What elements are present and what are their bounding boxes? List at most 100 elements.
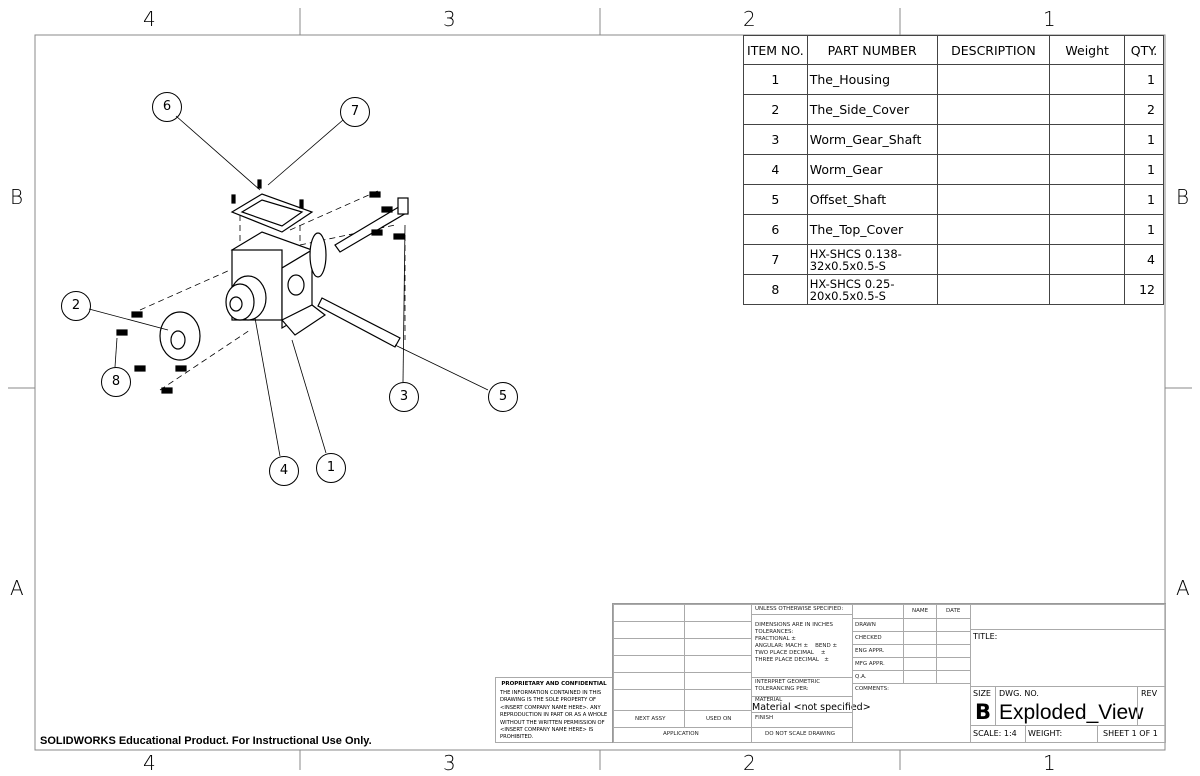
size-value: B	[975, 700, 992, 724]
educational-footer: SOLIDWORKS Educational Product. For Inst…	[40, 735, 372, 747]
material-value: Material <not specified>	[752, 702, 871, 713]
zone-col-3-bottom: 3	[443, 751, 456, 775]
bom-part-number: Offset_Shaft	[806, 184, 938, 215]
bom-item-no: 4	[743, 154, 808, 185]
fractional-label: FRACTIONAL ±	[755, 636, 796, 642]
bom-weight	[1049, 154, 1126, 185]
exploded-view-assembly	[116, 179, 409, 394]
bom-qty: 2	[1124, 94, 1164, 125]
balloon-5: 5	[488, 382, 518, 412]
three-place-label: THREE PLACE DECIMAL ±	[755, 657, 829, 663]
balloon-4: 4	[269, 456, 299, 486]
bom-description	[936, 124, 1051, 155]
bom-description	[936, 94, 1051, 125]
interpret-label: INTERPRET GEOMETRIC	[755, 679, 821, 685]
bom-weight	[1049, 274, 1126, 305]
bom-qty: 1	[1124, 124, 1164, 155]
drawn-label: DRAWN	[855, 622, 876, 628]
balloon-6: 6	[152, 92, 182, 122]
bom-item-no: 6	[743, 214, 808, 245]
bom-description	[936, 184, 1051, 215]
checked-label: CHECKED	[855, 635, 882, 641]
proprietary-notice: PROPRIETARY AND CONFIDENTIAL THE INFORMA…	[495, 677, 613, 743]
bom-weight	[1049, 214, 1126, 245]
tolerances-label: TOLERANCES:	[755, 629, 794, 635]
bom-description	[936, 244, 1051, 275]
balloon-1: 1	[316, 453, 346, 483]
do-not-scale-label: DO NOT SCALE DRAWING	[765, 731, 835, 737]
bom-qty: 1	[1124, 214, 1164, 245]
bom-qty: 1	[1124, 64, 1164, 95]
bom-part-number: Worm_Gear	[806, 154, 938, 185]
bom-part-number: HX-SHCS 0.138-32x0.5x0.5-S	[806, 244, 938, 275]
zone-row-b: B	[10, 185, 24, 209]
bom-item-no: 2	[743, 94, 808, 125]
bom-part-number: The_Side_Cover	[806, 94, 938, 125]
bom-weight	[1049, 184, 1126, 215]
zone-row-a: A	[10, 576, 24, 600]
header-qty: QTY.	[1124, 35, 1164, 65]
rev-label: REV	[1141, 689, 1158, 698]
eng-appr-label: ENG APPR.	[855, 648, 885, 654]
bom-qty: 1	[1124, 154, 1164, 185]
bom-description	[936, 64, 1051, 95]
qa-label: Q.A.	[855, 674, 867, 680]
scale-label: SCALE: 1:4	[973, 729, 1017, 738]
bom-weight	[1049, 64, 1126, 95]
dims-label: DIMENSIONS ARE IN INCHES	[755, 622, 833, 628]
bom-part-number: The_Top_Cover	[806, 214, 938, 245]
bom-part-number: The_Housing	[806, 64, 938, 95]
bom-weight	[1049, 244, 1126, 275]
unless-specified-label: UNLESS OTHERWISE SPECIFIED:	[755, 606, 844, 612]
header-part-number: PART NUMBER	[806, 35, 938, 65]
bom-item-no: 1	[743, 64, 808, 95]
tolerancing-label: TOLERANCING PER:	[755, 686, 809, 692]
header-item-no: ITEM NO.	[743, 35, 808, 65]
zone-col-2-bottom: 2	[743, 751, 756, 775]
next-assy-label: NEXT ASSY	[635, 716, 666, 722]
material-label: MATERIAL	[755, 697, 783, 703]
zone-col-3: 3	[443, 7, 456, 31]
name-header: NAME	[912, 608, 929, 614]
proprietary-heading: PROPRIETARY AND CONFIDENTIAL	[501, 681, 607, 687]
header-description: DESCRIPTION	[936, 35, 1051, 65]
bom-description	[936, 214, 1051, 245]
date-header: DATE	[946, 608, 961, 614]
bill-of-materials: ITEM NO. PART NUMBER DESCRIPTION Weight …	[743, 35, 1164, 305]
bom-description	[936, 154, 1051, 185]
dwg-no-label: DWG. NO.	[999, 689, 1039, 698]
zone-col-1-bottom: 1	[1043, 751, 1056, 775]
bom-qty: 1	[1124, 184, 1164, 215]
zone-col-4: 4	[143, 7, 156, 31]
bom-description	[936, 274, 1051, 305]
title-block: NEXT ASSY USED ON APPLICATION UNLESS OTH…	[612, 603, 1166, 743]
balloon-7: 7	[340, 97, 370, 127]
comments-label: COMMENTS:	[855, 686, 889, 692]
bom-item-no: 8	[743, 274, 808, 305]
balloon-3: 3	[389, 382, 419, 412]
zone-col-4-bottom: 4	[143, 751, 156, 775]
bom-qty: 12	[1124, 274, 1164, 305]
bom-item-no: 3	[743, 124, 808, 155]
bom-item-no: 7	[743, 244, 808, 275]
mfg-appr-label: MFG APPR.	[855, 661, 885, 667]
used-on-label: USED ON	[706, 716, 732, 722]
leader-lines	[88, 115, 489, 457]
size-label: SIZE	[973, 689, 991, 698]
balloon-8: 8	[101, 367, 131, 397]
angular-label: ANGULAR: MACH ± BEND ±	[755, 643, 838, 649]
dwg-no-value: Exploded_View	[999, 701, 1144, 724]
bom-header: ITEM NO. PART NUMBER DESCRIPTION Weight …	[743, 35, 1164, 65]
bom-part-number: HX-SHCS 0.25-20x0.5x0.5-S	[806, 274, 938, 305]
two-place-label: TWO PLACE DECIMAL ±	[755, 650, 826, 656]
zone-row-b-right: B	[1176, 185, 1190, 209]
